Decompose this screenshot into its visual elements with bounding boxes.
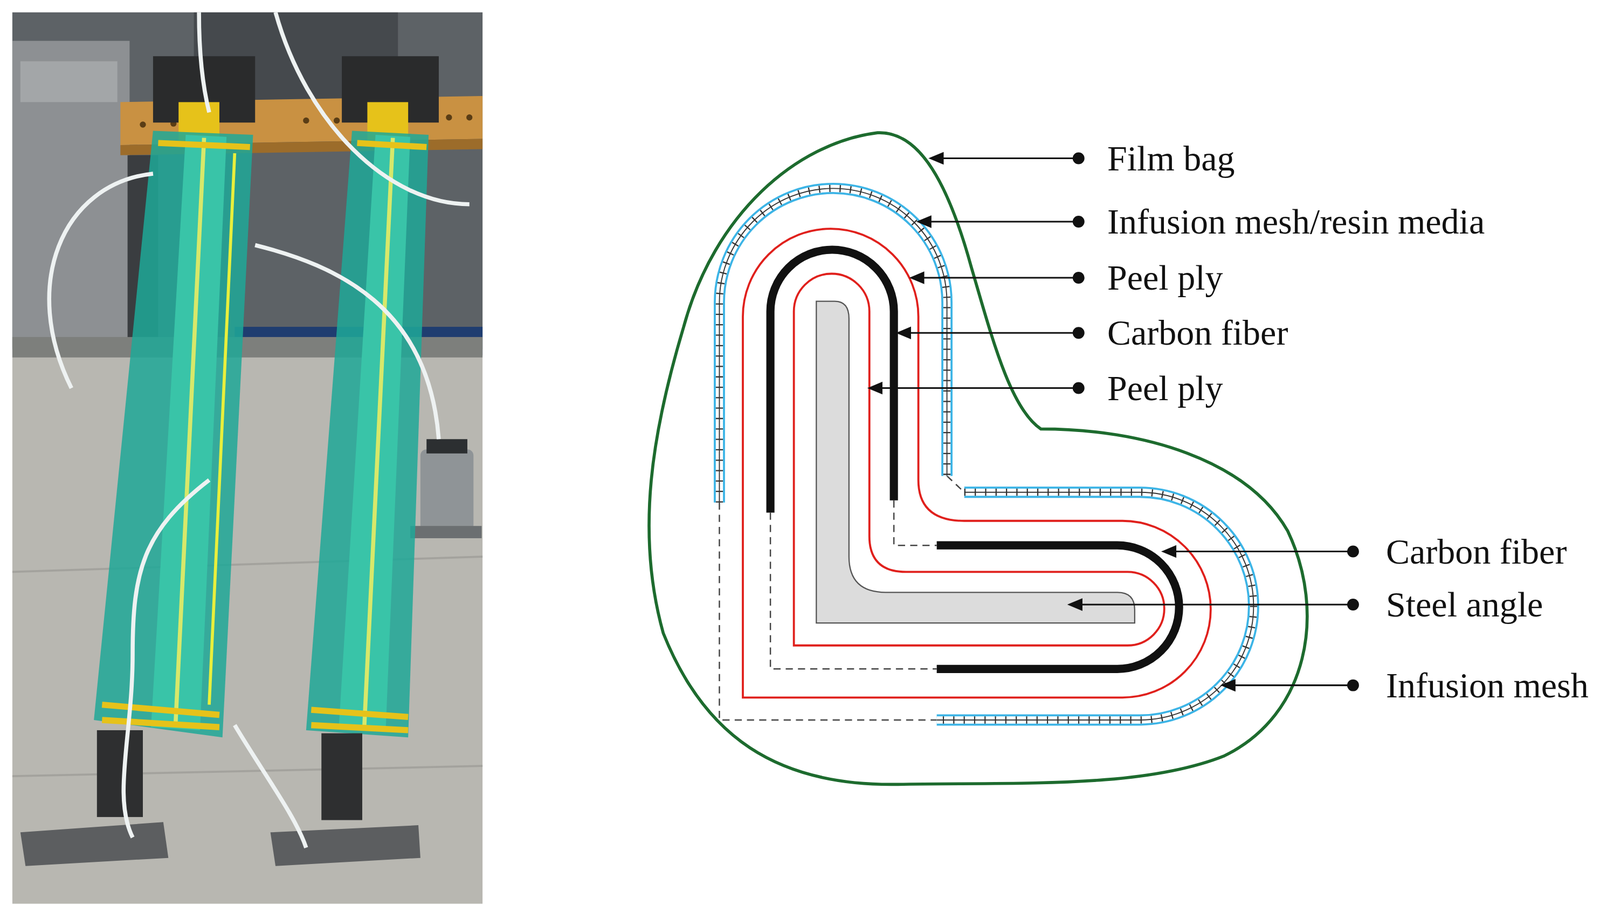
steel-angle xyxy=(816,301,1135,623)
part-label: Steel angle xyxy=(1385,584,1543,625)
part-label: Peel ply xyxy=(1107,368,1223,409)
part-label: Infusion mesh/resin media xyxy=(1107,202,1485,242)
peel-ply-outer xyxy=(742,228,1211,698)
part-label: Carbon fiber xyxy=(1385,532,1567,572)
part-label: Carbon fiber xyxy=(1107,313,1288,353)
part-label: Peel ply xyxy=(1107,258,1223,298)
infusion-mesh xyxy=(719,188,1254,720)
photo xyxy=(12,12,484,904)
part-label: Infusion mesh xyxy=(1385,665,1589,706)
part-label: Film bag xyxy=(1107,139,1236,179)
